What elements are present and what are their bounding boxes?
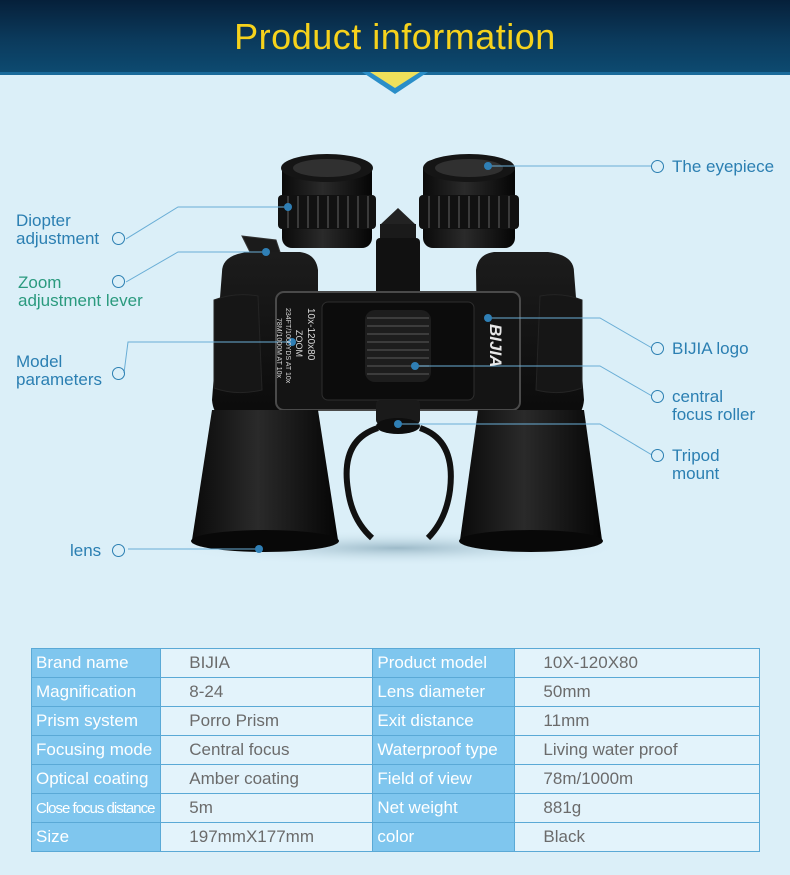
spec-value: 78m/1000m — [514, 764, 760, 794]
svg-text:ZOOM: ZOOM — [294, 330, 304, 357]
callout-focus-marker-icon — [651, 390, 664, 403]
focus-roller — [365, 310, 431, 382]
table-row: Optical coating Amber coating Field of v… — [30, 764, 760, 794]
callout-diopter-line1: Diopter — [16, 211, 71, 230]
spec-value: 10X-120X80 — [514, 648, 760, 678]
spec-key: Close focus distance — [30, 793, 162, 823]
brand-logo: BIJIA — [486, 324, 505, 367]
spec-value: 5m — [160, 793, 374, 823]
model-print: 10x-120x80 ZOOM 234FT/1000YDS AT 10x 78M… — [275, 308, 316, 384]
callout-focus-line2: focus roller — [672, 405, 756, 424]
left-eyepiece — [278, 154, 376, 248]
svg-text:78M/1000M AT 10x: 78M/1000M AT 10x — [275, 318, 282, 379]
spec-key: Brand name — [30, 648, 162, 678]
spec-key: Focusing mode — [30, 735, 162, 765]
spec-value: Porro Prism — [160, 706, 374, 736]
spec-key: color — [372, 822, 516, 852]
callout-logo-label: BIJIA logo — [672, 339, 749, 358]
spec-key: Exit distance — [372, 706, 516, 736]
callout-zoom-line1: Zoom — [18, 273, 62, 292]
callout-model-parameters: Model parameters — [16, 352, 125, 389]
callout-model-marker-icon — [112, 367, 125, 380]
svg-text:BIJIA: BIJIA — [486, 324, 505, 367]
callout-diopter-line2: adjustment — [16, 229, 100, 248]
spec-key: Magnification — [30, 677, 162, 707]
spec-key: Size — [30, 822, 162, 852]
callout-zoom-line2: adjustment lever — [18, 291, 143, 310]
banner-arrow-highlight — [370, 72, 420, 88]
spec-key: Waterproof type — [372, 735, 516, 765]
callout-zoom-marker-icon — [112, 275, 125, 288]
spec-value: Central focus — [160, 735, 374, 765]
spec-value: 881g — [514, 793, 760, 823]
table-row: Size 197mmX177mm color Black — [30, 822, 760, 852]
table-row: Magnification 8-24 Lens diameter 50mm — [30, 677, 760, 707]
spec-key: Product model — [372, 648, 516, 678]
callout-logo-marker-icon — [651, 342, 664, 355]
spec-key: Field of view — [372, 764, 516, 794]
spec-value: 8-24 — [160, 677, 374, 707]
spec-value: Black — [514, 822, 760, 852]
spec-key: Prism system — [30, 706, 162, 736]
table-row: Prism system Porro Prism Exit distance 1… — [30, 706, 760, 736]
callout-lens-label: lens — [70, 541, 102, 560]
svg-text:10x-120x80: 10x-120x80 — [305, 308, 316, 361]
pointer-dots — [255, 162, 492, 553]
header-banner: Product information — [0, 0, 790, 75]
callout-diopter-marker-icon — [112, 232, 125, 245]
callout-model-line1: Model — [16, 352, 63, 371]
callout-tripod-line1: Tripod — [672, 446, 720, 465]
strap — [343, 425, 380, 541]
table-row: Focusing mode Central focus Waterproof t… — [30, 735, 760, 765]
right-eyepiece — [419, 154, 519, 248]
spec-table: Brand name BIJIA Product model 10X-120X8… — [30, 648, 760, 852]
left-objective-barrel — [191, 410, 339, 552]
callout-eyepiece-label: The eyepiece — [672, 157, 775, 176]
spec-value: Amber coating — [160, 764, 374, 794]
spec-value: 50mm — [514, 677, 760, 707]
svg-text:234FT/1000YDS AT 10x: 234FT/1000YDS AT 10x — [284, 308, 291, 384]
table-row: Brand name BIJIA Product model 10X-120X8… — [30, 648, 760, 678]
leader-lines — [123, 165, 653, 550]
spec-value: 197mmX177mm — [160, 822, 374, 852]
center-hinge — [376, 208, 420, 298]
callout-focus-line1: central — [672, 387, 724, 406]
callout-zoom-lever: Zoom adjustment lever — [18, 274, 143, 310]
spec-key: Net weight — [372, 793, 516, 823]
page-title: Product information — [234, 16, 556, 57]
spec-value: BIJIA — [160, 648, 374, 678]
callout-diopter: Diopter adjustment — [16, 211, 125, 248]
callout-eyepiece-marker-icon — [651, 160, 664, 173]
callout-lens: lens — [70, 541, 125, 560]
callout-lens-marker-icon — [112, 544, 125, 557]
callout-tripod-marker-icon — [651, 449, 664, 462]
table-row: Close focus distance 5m Net weight 881g — [30, 793, 760, 823]
spec-value: Living water proof — [514, 735, 760, 765]
callout-tripod-line2: mount — [672, 464, 720, 483]
spec-value: 11mm — [514, 706, 760, 736]
tripod-mount — [376, 400, 420, 434]
spec-key: Lens diameter — [372, 677, 516, 707]
right-objective-barrel — [459, 410, 603, 552]
spec-key: Optical coating — [30, 764, 162, 794]
callout-model-line2: parameters — [16, 370, 102, 389]
